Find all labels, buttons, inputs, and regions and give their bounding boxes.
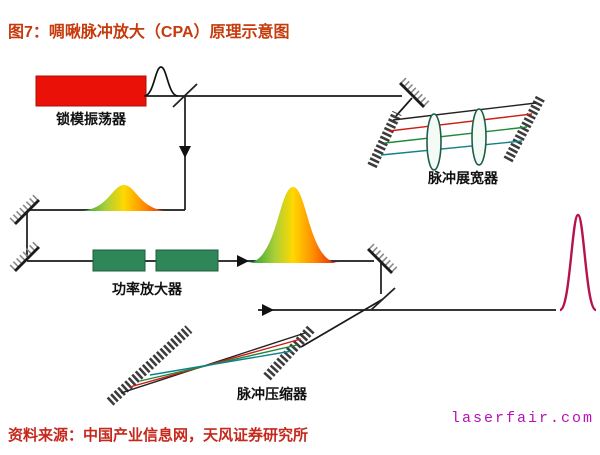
beam-segment xyxy=(395,97,413,117)
grating-icon xyxy=(263,325,315,381)
teal-beam xyxy=(380,140,523,156)
beam-splitter-icon xyxy=(172,83,198,108)
mirror-hatch xyxy=(9,194,39,224)
beam-splitter-icon xyxy=(370,287,396,311)
stretched-pulse-curve xyxy=(78,185,170,211)
red-beam xyxy=(388,113,533,132)
lens-icon xyxy=(426,113,442,171)
oscillator-box xyxy=(35,75,147,107)
amplified-pulse-curve xyxy=(247,187,339,263)
power-amplifier: 功率放大器 xyxy=(92,249,219,297)
amplifier-label: 功率放大器 xyxy=(112,281,183,297)
oscillator-label: 锁模振荡器 xyxy=(56,111,127,127)
green-beam xyxy=(384,126,528,144)
stretcher-label: 脉冲展宽器 xyxy=(427,170,499,186)
mirror-hatch xyxy=(9,241,39,271)
pulse-compressor: 脉冲压缩器 xyxy=(106,325,315,406)
teal-beam xyxy=(149,350,293,376)
figure-title: 图7：啁啾脉冲放大（CPA）原理示意图 xyxy=(8,24,290,41)
arrow-right-icon xyxy=(262,304,274,316)
arrow-down-icon xyxy=(179,146,191,158)
mirror-hatch xyxy=(400,77,430,107)
amplifier-box xyxy=(92,249,146,272)
watermark: laserfair.com xyxy=(450,410,594,427)
mirror-icon xyxy=(399,77,430,108)
grating-icon xyxy=(367,110,402,169)
mirror-face xyxy=(367,248,393,274)
mirror-icon xyxy=(9,194,40,225)
mirror-face xyxy=(399,82,425,108)
pulse-stretcher: 脉冲展宽器 xyxy=(367,94,546,186)
beam-arrows xyxy=(179,146,274,316)
mirror-face xyxy=(14,246,40,272)
mirror-hatch xyxy=(368,243,398,273)
grating-icon xyxy=(106,325,193,406)
mirror-icon xyxy=(367,243,398,274)
mirror-icon xyxy=(9,241,40,272)
compressor-label: 脉冲压缩器 xyxy=(236,386,308,402)
source-note: 资料来源：中国产业信息网，天风证券研究所 xyxy=(8,427,309,444)
arrow-right-icon xyxy=(237,255,249,267)
lens-icon xyxy=(471,108,487,166)
amplifier-box xyxy=(155,249,219,272)
compressed-pulse-curve xyxy=(558,213,598,312)
beam-segment xyxy=(392,102,537,121)
beam-segment xyxy=(300,298,384,348)
mirror-face xyxy=(14,199,40,225)
grating-icon xyxy=(503,94,546,163)
seed-pulse-curve xyxy=(143,66,179,97)
